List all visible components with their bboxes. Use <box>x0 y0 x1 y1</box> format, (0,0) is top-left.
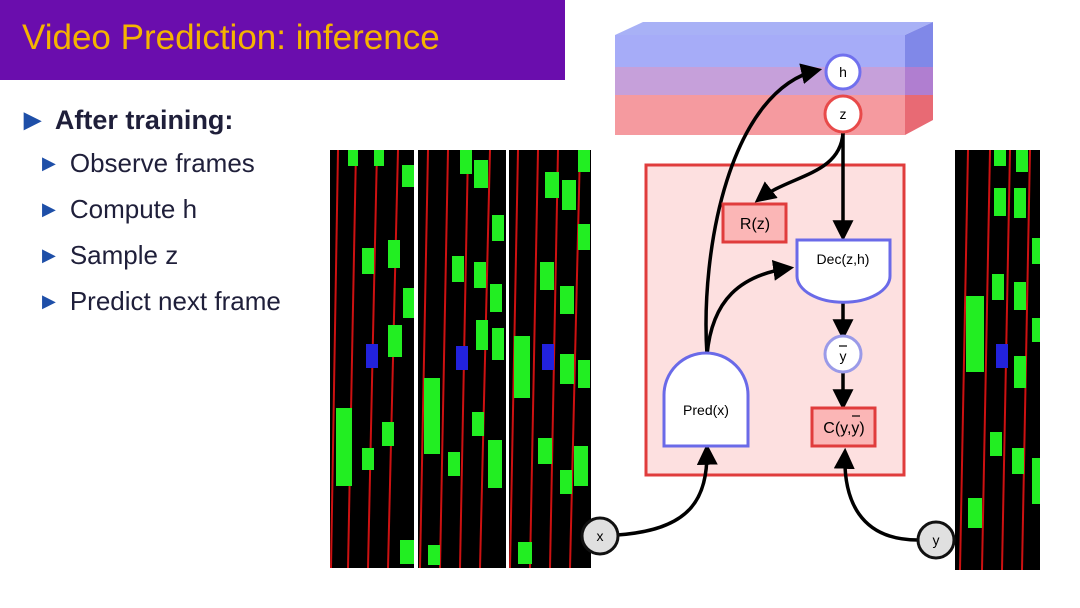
input-x-node: x <box>580 516 620 556</box>
h-node: h <box>824 53 862 91</box>
triangle-bullet-icon: ▶ <box>42 244 56 265</box>
triangle-bullet-icon: ▶ <box>42 198 56 219</box>
target-y-node: y <box>916 520 956 560</box>
bullet-item: ▶ Observe frames <box>42 140 281 186</box>
arrow-z-to-r <box>754 132 845 203</box>
bullet-item-text: Observe frames <box>69 147 255 178</box>
target-frame <box>955 149 1040 571</box>
prediction-label: y <box>840 348 847 364</box>
title-bar <box>0 0 565 80</box>
h-node-label: h <box>839 64 847 80</box>
arrow-pred-to-h <box>704 63 823 356</box>
input-frame-3 <box>509 149 591 569</box>
cost-label: C(y,y) <box>823 420 864 437</box>
prediction-node: y <box>823 334 863 374</box>
decoder-label: Dec(z,h) <box>817 251 870 267</box>
bullet-item-text: Predict next frame <box>69 285 281 316</box>
triangle-bullet-icon: ▶ <box>42 290 56 311</box>
bullet-item-text: Compute h <box>69 193 198 224</box>
regularizer-label: R(z) <box>740 216 770 233</box>
target-y-label: y <box>933 532 940 548</box>
bullet-item-text: Sample z <box>69 239 179 270</box>
arrow-x-to-pred <box>616 443 718 537</box>
regularizer-box: R(z) <box>721 202 788 244</box>
slide-title: Video Prediction: inference <box>22 18 440 57</box>
input-frame-1 <box>330 149 414 569</box>
triangle-bullet-icon: ▶ <box>24 107 41 132</box>
cost-box: C(y,y) <box>810 406 877 448</box>
bullet-heading-text: After training: <box>54 104 234 135</box>
z-node-label: z <box>840 106 847 122</box>
triangle-bullet-icon: ▶ <box>42 152 56 173</box>
input-x-label: x <box>597 528 604 544</box>
arrow-y-to-cost <box>833 447 919 542</box>
input-frame-2 <box>418 149 506 569</box>
bullet-item: ▶ Compute h <box>42 186 281 232</box>
latent-slab <box>615 22 933 135</box>
bullet-list: ▶ After training: ▶ Observe frames ▶ Com… <box>24 100 281 324</box>
predictor-label: Pred(x) <box>683 402 729 418</box>
arrow-pred-to-dec <box>705 259 795 356</box>
predictor-module: Pred(x) <box>662 351 750 448</box>
bullet-heading: ▶ After training: <box>24 100 281 140</box>
z-node: z <box>823 94 863 134</box>
bullet-item: ▶ Sample z <box>42 232 281 278</box>
bullet-item: ▶ Predict next frame <box>42 278 281 324</box>
decoder-module: Dec(z,h) <box>795 238 892 304</box>
arrows <box>616 63 919 542</box>
